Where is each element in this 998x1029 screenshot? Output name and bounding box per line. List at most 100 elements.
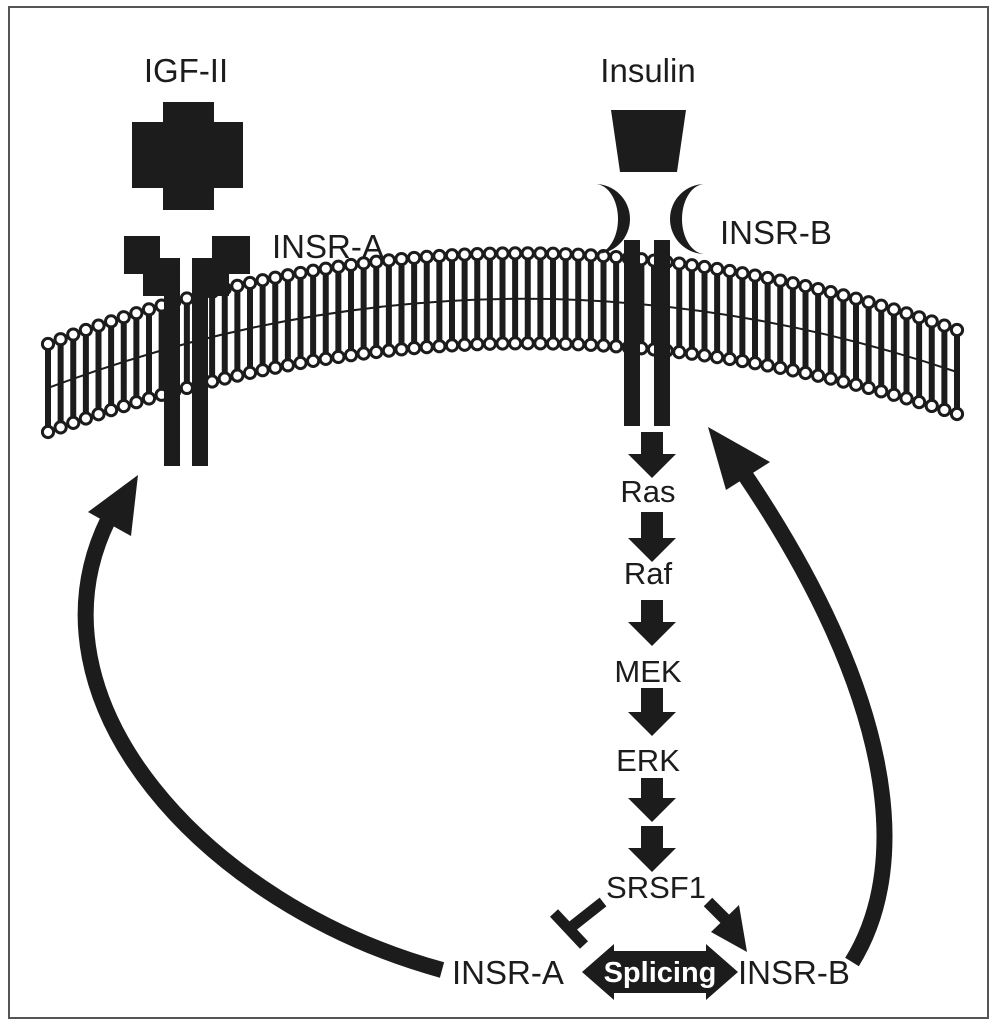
insr-a-isoform-label: INSR-A: [452, 954, 564, 991]
lipid-head: [244, 277, 255, 288]
lipid-head: [371, 346, 382, 357]
lipid-head: [181, 382, 192, 393]
lipid-head: [510, 248, 521, 259]
lipid-head: [181, 293, 192, 304]
lipid-head: [939, 320, 950, 331]
lipid-head: [838, 290, 849, 301]
lipid-head: [472, 249, 483, 260]
lipid-head: [926, 400, 937, 411]
lipid-head: [446, 250, 457, 261]
lipid-head: [737, 355, 748, 366]
lipid-head: [914, 312, 925, 323]
lipid-head: [106, 404, 117, 415]
lipid-head: [560, 338, 571, 349]
ras-label: Ras: [620, 474, 675, 509]
lipid-head: [80, 413, 91, 424]
igf2-label: IGF-II: [144, 52, 228, 89]
lipid-head: [813, 283, 824, 294]
mek-label: MEK: [614, 654, 682, 689]
lipid-head: [724, 353, 735, 364]
lipid-head: [813, 370, 824, 381]
lipid-head: [737, 268, 748, 279]
lipid-head: [699, 350, 710, 361]
lipid-head: [497, 248, 508, 259]
lipid-head: [421, 342, 432, 353]
lipid-head: [308, 355, 319, 366]
lipid-head: [775, 275, 786, 286]
lipid-head: [409, 252, 420, 263]
lipid-head: [55, 422, 66, 433]
lipid-head: [93, 409, 104, 420]
insr-a-receptor-label: INSR-A: [272, 228, 384, 265]
lipid-head: [345, 350, 356, 361]
lipid-head: [434, 341, 445, 352]
lipid-head: [68, 417, 79, 428]
lipid-head: [68, 329, 79, 340]
lipid-head: [42, 338, 53, 349]
erk-label: ERK: [616, 743, 680, 778]
lipid-head: [901, 393, 912, 404]
lipid-head: [611, 251, 622, 262]
lipid-head: [295, 267, 306, 278]
lipid-head: [282, 270, 293, 281]
lipid-head: [749, 270, 760, 281]
insr-b-receptor-label: INSR-B: [720, 214, 832, 251]
lipid-head: [409, 343, 420, 354]
lipid-head: [547, 248, 558, 259]
lipid-head: [611, 341, 622, 352]
insulin-ligand-shape: [611, 110, 686, 172]
lipid-head: [232, 280, 243, 291]
lipid-head: [484, 248, 495, 259]
insr-b-left-chain: [624, 240, 640, 426]
lipid-head: [106, 316, 117, 327]
lipid-head: [383, 255, 394, 266]
lipid-head: [143, 304, 154, 315]
lipid-head: [459, 249, 470, 260]
lipid-head: [573, 339, 584, 350]
lipid-head: [724, 265, 735, 276]
lipid-head: [850, 379, 861, 390]
lipid-head: [674, 347, 685, 358]
lipid-head: [876, 386, 887, 397]
lipid-head: [80, 324, 91, 335]
raf-label: Raf: [624, 556, 673, 591]
lipid-head: [686, 260, 697, 271]
lipid-head: [219, 373, 230, 384]
lipid-head: [863, 382, 874, 393]
lipid-head: [825, 373, 836, 384]
splicing-label: Splicing: [604, 957, 717, 989]
srsf1-label: SRSF1: [606, 870, 706, 905]
lipid-head: [901, 308, 912, 319]
lipid-head: [762, 272, 773, 283]
insr-b-right-chain: [654, 240, 670, 426]
lipid-head: [547, 338, 558, 349]
lipid-head: [699, 261, 710, 272]
lipid-head: [522, 248, 533, 259]
lipid-head: [55, 334, 66, 345]
lipid-head: [434, 250, 445, 261]
lipid-head: [333, 351, 344, 362]
lipid-head: [396, 253, 407, 264]
lipid-head: [383, 345, 394, 356]
lipid-head: [535, 338, 546, 349]
lipid-head: [396, 344, 407, 355]
lipid-head: [244, 367, 255, 378]
lipid-head: [510, 338, 521, 349]
lipid-head: [712, 352, 723, 363]
lipid-head: [951, 408, 962, 419]
insr-b-isoform-label: INSR-B: [738, 954, 850, 991]
lipid-head: [585, 339, 596, 350]
lipid-head: [674, 258, 685, 269]
lipid-head: [749, 358, 760, 369]
lipid-head: [863, 297, 874, 308]
lipid-head: [787, 278, 798, 289]
lipid-head: [232, 370, 243, 381]
lipid-head: [131, 308, 142, 319]
lipid-head: [573, 249, 584, 260]
lipid-head: [951, 324, 962, 335]
lipid-head: [686, 348, 697, 359]
lipid-head: [131, 397, 142, 408]
lipid-head: [825, 287, 836, 298]
